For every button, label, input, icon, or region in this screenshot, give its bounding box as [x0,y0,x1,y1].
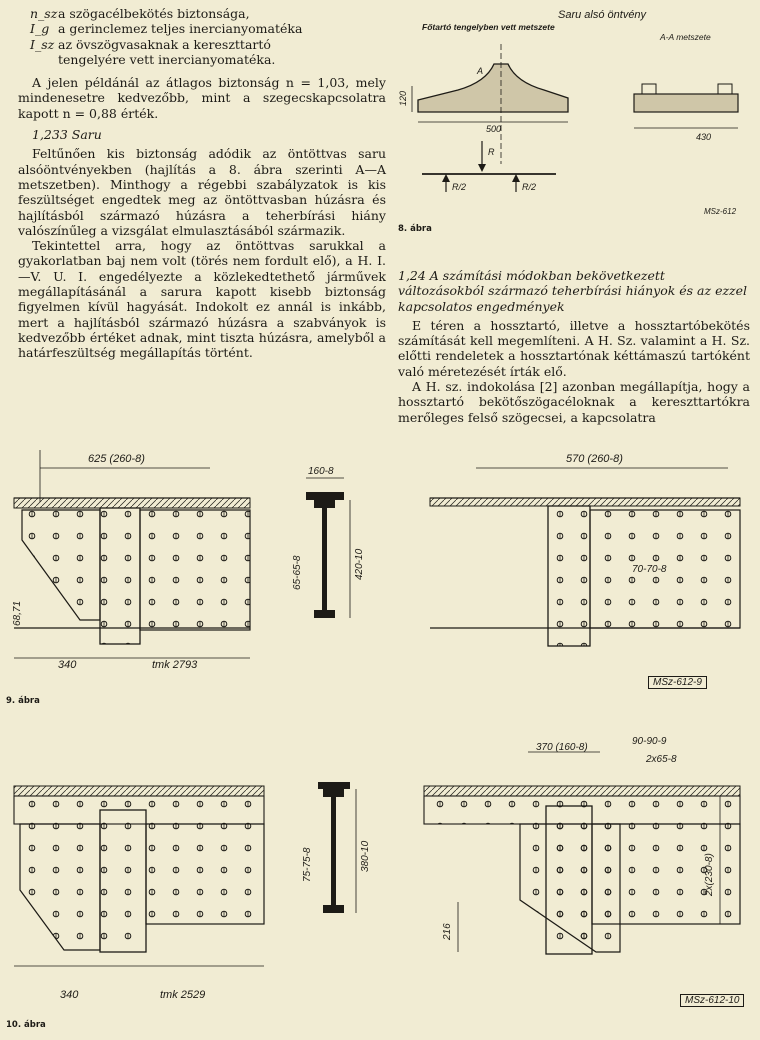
legend-row: tengelyére vett inercianyomatéka. [18,52,386,67]
fig10-dim-370: 370 (160-8) [536,742,588,753]
force-r: R [488,147,495,157]
fig9-dim-angle-left: 65-65-8 [292,555,303,590]
figure-8-drawing: Saru alsó öntvény Főtartó tengelyben vet… [398,9,739,216]
section-heading-saru: 1,233 Saru [32,127,102,143]
fig8-dim-height: 120 [398,91,408,106]
figure-9-drawing: 625 (260-8) 68,71 340 tmk 2793 160-8 65-… [12,450,741,671]
section-aa [633,93,739,113]
legend-symbol [18,52,58,67]
fig8-dim-width: 500 [486,124,501,134]
fig10-dim-tmk: tmk 2529 [160,989,205,1001]
right-text-column: 1,24 A számítási módokban bekövetkezett … [398,262,750,425]
paragraph-example: A jelen példánál az átlagos biztonság n … [18,75,386,121]
paragraph-124-2: A H. sz. indokolása [2] azonban megállap… [398,379,750,425]
legend-row: I_g a gerinclemez teljes inercianyomaték… [18,21,386,36]
fig9-dim-angle-right: 70-70-8 [632,564,667,575]
legend-text: a gerinclemez teljes inercianyomatéka [58,21,303,37]
fig10-dim-angle-left: 75-75-8 [302,847,313,882]
section-heading-124: 1,24 A számítási módokban bekövetkezett … [398,268,748,314]
gusset-plate [21,509,101,621]
reaction-left: R/2 [452,182,466,192]
casting-profile [417,63,569,113]
fig9-dim-flange: 160-8 [308,466,334,477]
fig10-dim-angle-top: 90-90-9 [632,736,667,747]
legend-symbol: n_sz [30,6,58,21]
fig10-dim-bottom: 340 [60,989,79,1001]
stringer-plate [139,509,251,631]
legend-row: n_sz a szögacélbekötés biztonsága, [18,6,386,21]
figure-10-drawing: 370 (160-8) 90-90-9 2x65-8 340 tmk 2529 … [13,736,741,1001]
fig10-dim-side: 2x(230-8) [704,853,715,897]
left-text-column: n_sz a szögacélbekötés biztonsága, I_g a… [18,6,386,361]
fig10-dim-web: 380-10 [360,840,371,872]
fig9-dim-top-left: 625 (260-8) [88,453,145,465]
figure-10-caption: 10. ábra [6,1020,46,1030]
fig9-dim-bottom: 340 [58,659,77,671]
fig10-stamp: MSz-612-10 [680,994,745,1007]
crossbeam-web [99,507,141,645]
fig8-section-label: A-A metszete [659,32,711,42]
section-mark-a: A [476,66,483,76]
fig9-stamp: MSz-612-9 [648,676,707,689]
fig9-dim-top-right: 570 (260-8) [566,453,623,465]
fig8-axis-label: Főtartó tengelyben vett metszete [422,22,555,32]
fig10-dim-216: 216 [442,923,453,941]
figure-8-caption: 8. ábra [398,224,432,234]
legend-row: I_sz az övszögvasaknak a kereszttartó [18,37,386,52]
legend-text: az övszögvasaknak a kereszttartó [58,36,271,52]
legend-text: a szögacélbekötés biztonsága, [58,6,250,21]
fig8-stamp: MSz-612 [704,207,737,216]
fig9-dim-tmk: tmk 2793 [152,659,198,671]
legend-symbol: I_g [30,21,50,37]
fig9-dim-vertical: 68,71 [12,601,23,626]
fig9-dim-web: 420-10 [354,548,365,580]
legend-text: tengelyére vett inercianyomatéka. [58,51,276,67]
paragraph-saru-1: Feltűnően kis biztonság adódik az öntött… [18,146,386,238]
fig10-dim-plate: 2x65-8 [645,754,677,765]
reaction-right: R/2 [522,182,536,192]
paragraph-saru-2: Tekintettel arra, hogy az öntöttvas saru… [18,238,386,361]
figure-9-caption: 9. ábra [6,696,40,706]
paragraph-124-1: E téren a hossztartó, illetve a hossztar… [398,317,750,379]
fig8-title: Saru alsó öntvény [558,9,648,21]
section-top-flange [306,492,344,500]
fig8-dim-section: 430 [696,132,711,142]
legend-symbol: I_sz [30,36,55,52]
